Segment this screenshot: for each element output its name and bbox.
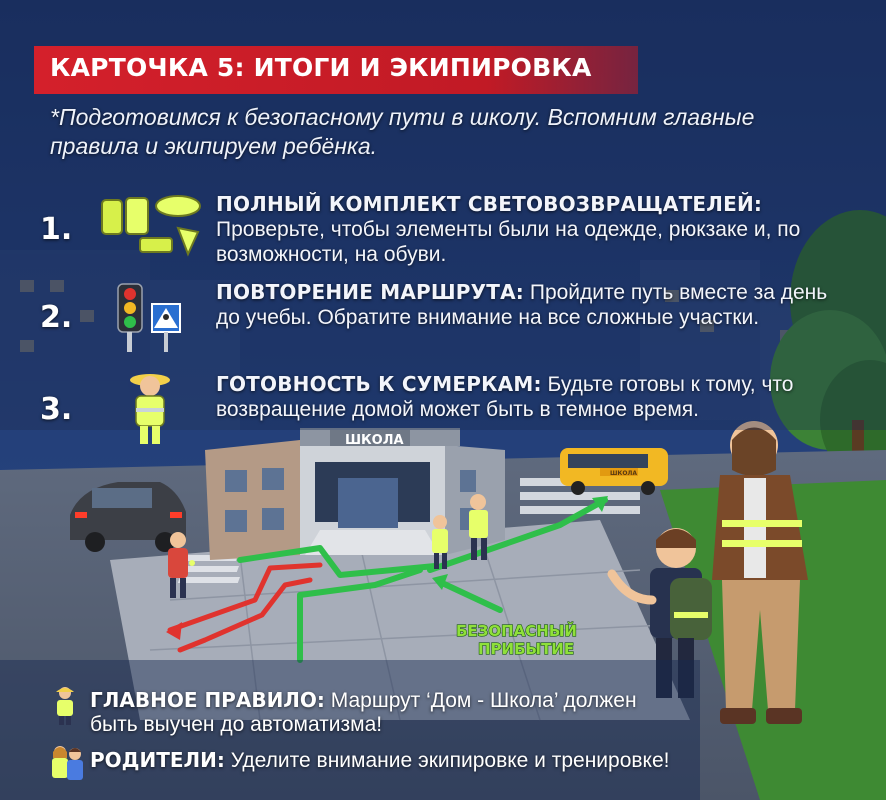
badge-line-1: БЕЗОПАСНЫЙ — [456, 621, 577, 640]
child-icon — [56, 687, 74, 725]
son-figure — [607, 528, 712, 698]
trees — [770, 210, 886, 500]
children-walkers-center — [432, 494, 488, 569]
list-item-2: 2. ПОВТОРЕНИЕ МАРШРУТА: Пройдите путь вм… — [40, 280, 840, 360]
title-banner: КАРТОЧКА 5: ИТОГИ И ЭКИПИРОВКА — [34, 46, 638, 94]
footer-parents: РОДИТЕЛИ: Уделите внимание экипировке и … — [48, 746, 690, 798]
route-green-arrow-2 — [432, 574, 448, 590]
item-text: Будьте готовы к тому, что возвращение до… — [216, 373, 794, 421]
father-figure — [712, 421, 808, 724]
item-body: ГОТОВНОСТЬ К СУМЕРКАМ: Будьте готовы к т… — [216, 372, 836, 422]
list-item-1: 1. ПОЛНЫЙ КОМПЛЕКТ СВЕТОВОЗВРАЩАТЕЛЕЙ: П… — [40, 192, 840, 272]
footer-heading: ГЛАВНОЕ ПРАВИЛО: — [90, 688, 325, 712]
footer-heading: РОДИТЕЛИ: — [90, 748, 225, 772]
item-heading: ПОВТОРЕНИЕ МАРШРУТА: — [216, 280, 524, 304]
child-vest-icon — [130, 374, 170, 444]
item-number: 1. — [40, 212, 73, 247]
item-heading: ГОТОВНОСТЬ К СУМЕРКАМ: — [216, 372, 542, 396]
parents-icon — [52, 746, 83, 780]
footer-text: Маршрут ‘Дом - Школа’ должен быть выучен… — [90, 689, 637, 736]
child-walker-left — [168, 532, 195, 598]
footer-text: Уделите внимание экипировке и тренировке… — [230, 749, 670, 772]
item-number: 2. — [40, 300, 73, 335]
reflector-icon — [101, 195, 201, 257]
bus-label: ШКОЛА — [610, 470, 637, 477]
list-item-3: 3. ГОТОВНОСТЬ К СУМЕРКАМ: Будьте готовы … — [40, 372, 840, 452]
item-text: Проверьте, чтобы элементы были на одежде… — [216, 218, 801, 266]
badge-line-2: ПРИБЫТИЕ — [478, 640, 574, 658]
sidewalk — [110, 520, 690, 720]
page-title: КАРТОЧКА 5: ИТОГИ И ЭКИПИРОВКА — [50, 53, 592, 82]
item-body: ПОЛНЫЙ КОМПЛЕКТ СВЕТОВОЗВРАЩАТЕЛЕЙ: Пров… — [216, 192, 836, 267]
route-red-arrow — [166, 622, 182, 640]
intro-text: *Подготовимся к безопасному пути в школу… — [50, 104, 755, 159]
school-bus — [560, 448, 668, 495]
item-number: 3. — [40, 392, 73, 427]
parked-car — [70, 482, 186, 552]
route-red — [167, 562, 323, 653]
footer-main-rule: ГЛАВНОЕ ПРАВИЛО: Маршрут ‘Дом - Школа’ д… — [48, 687, 690, 738]
item-text: Пройдите путь вместе за день до учебы. О… — [216, 281, 828, 329]
item-body: ПОВТОРЕНИЕ МАРШРУТА: Пройдите путь вмест… — [216, 280, 836, 330]
traffic-light-icon — [117, 283, 181, 352]
school-sign: ШКОЛА — [345, 433, 404, 448]
footer-body: ГЛАВНОЕ ПРАВИЛО: Маршрут ‘Дом - Школа’ д… — [90, 688, 690, 737]
footer-body: РОДИТЕЛИ: Уделите внимание экипировке и … — [90, 748, 690, 773]
safe-arrival-badge: БЕЗОПАСНЫЙ ПРИБЫТИЕ — [455, 620, 577, 658]
school-building — [205, 428, 505, 560]
item-heading: ПОЛНЫЙ КОМПЛЕКТ СВЕТОВОЗВРАЩАТЕЛЕЙ: — [216, 192, 763, 216]
route-green-arrow — [592, 496, 608, 512]
